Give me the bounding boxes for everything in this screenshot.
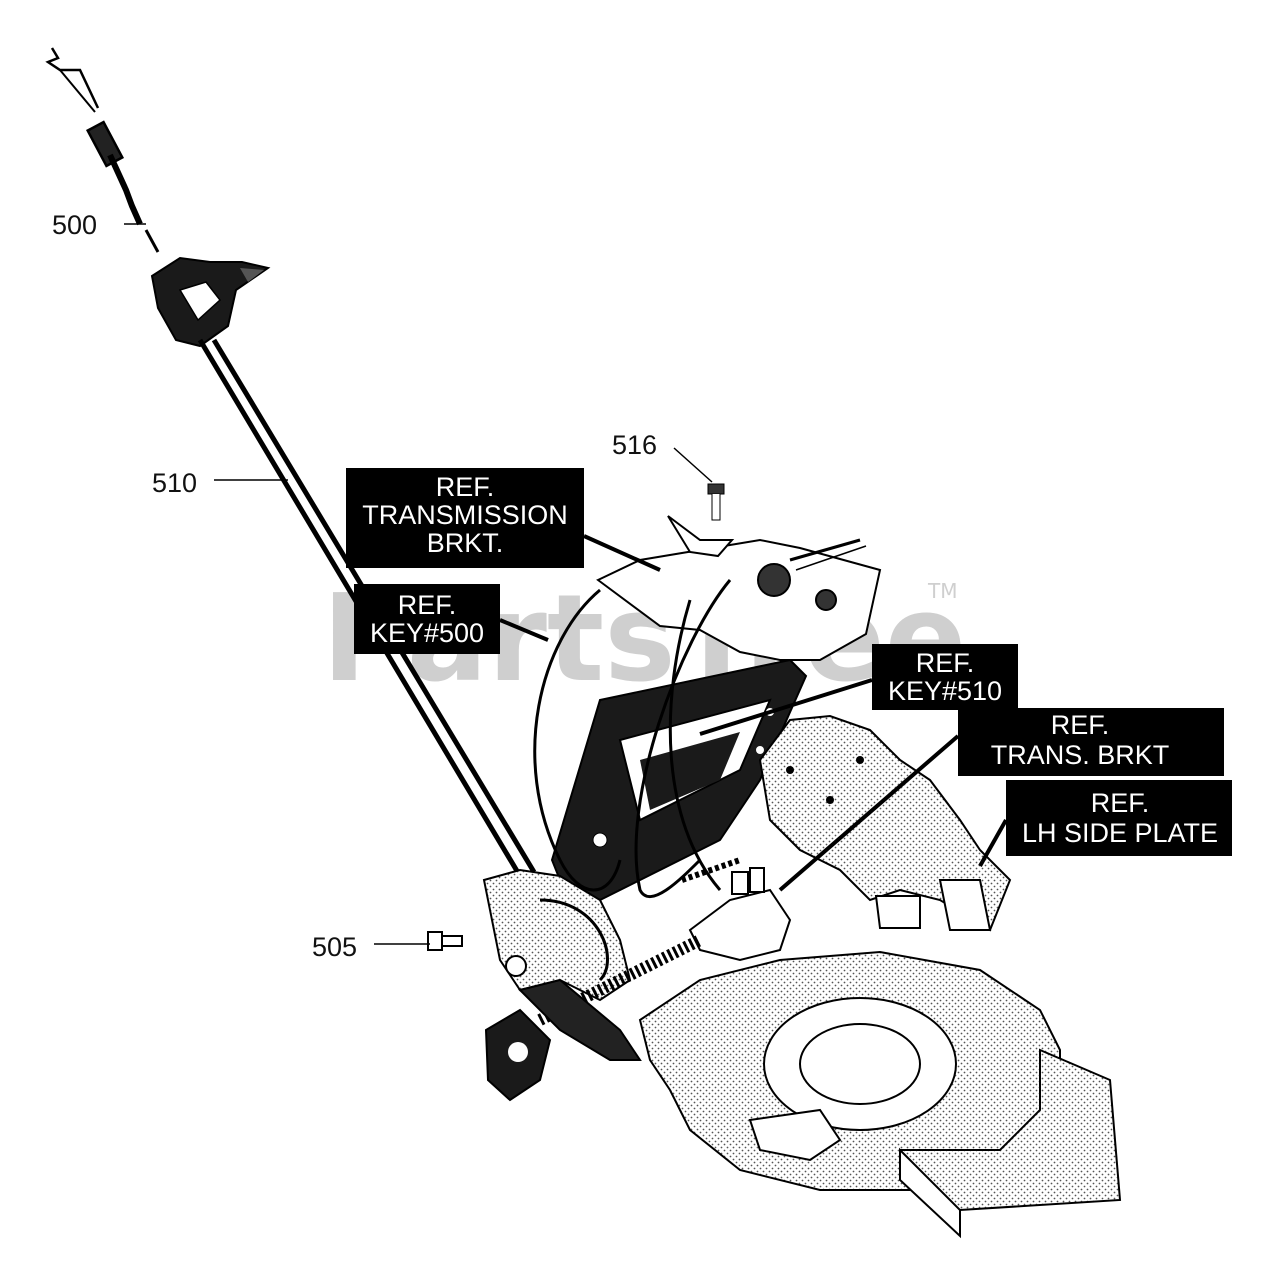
leader-516 — [673, 447, 713, 483]
ref-box-lh-side-plate: REF. LH SIDE PLATE — [1006, 780, 1232, 856]
callout-numbers: 500 510 516 505 — [52, 210, 657, 962]
ref-key510-line1: REF. — [916, 648, 975, 678]
callout-500: 500 — [52, 210, 97, 240]
ref-key510-line2: KEY#510 — [888, 676, 1002, 706]
leader-ref-key500 — [499, 618, 549, 642]
ref-transmission-brkt-line3: BRKT. — [427, 528, 504, 558]
watermark-tm: TM — [927, 579, 957, 603]
leader-ref-trans-brkt — [778, 734, 960, 892]
control-handle — [150, 256, 271, 348]
ref-lh-side-plate-line1: REF. — [1091, 788, 1150, 818]
ref-trans-brkt-line2: TRANS. BRKT — [991, 740, 1170, 770]
ref-transmission-brkt-line1: REF. — [436, 472, 495, 502]
ref-box-key500: REF. KEY#500 — [354, 584, 500, 654]
ref-key500-line1: REF. — [398, 590, 457, 620]
ref-lh-side-plate-line2: LH SIDE PLATE — [1022, 818, 1218, 848]
leader-ref-key510 — [699, 678, 873, 736]
leader-ref-transmission-brkt — [583, 534, 661, 572]
callout-510: 510 — [152, 468, 197, 498]
ref-box-transmission-brkt: REF. TRANSMISSION BRKT. — [346, 468, 584, 568]
ref-box-key510: REF. KEY#510 — [872, 644, 1018, 710]
leader-ref-lh-side-plate — [978, 819, 1008, 867]
cable-500 — [45, 47, 160, 253]
cable-loops — [533, 579, 732, 898]
ref-transmission-brkt-line2: TRANSMISSION — [362, 500, 568, 530]
callout-516: 516 — [612, 430, 657, 460]
control-lever — [484, 978, 642, 1102]
lh-side-plate — [758, 714, 1012, 932]
ref-key500-line2: KEY#500 — [370, 618, 484, 648]
bolt-505 — [427, 931, 463, 951]
ref-box-trans-brkt: REF. TRANS. BRKT — [958, 708, 1224, 776]
bolt-516 — [707, 483, 725, 521]
transmission-bracket — [596, 515, 882, 661]
deck-housing — [638, 950, 1122, 1239]
callout-505: 505 — [312, 932, 357, 962]
transmission-unit — [681, 857, 792, 962]
leader-lines — [124, 223, 1008, 945]
ref-trans-brkt-line1: REF. — [1051, 710, 1110, 740]
